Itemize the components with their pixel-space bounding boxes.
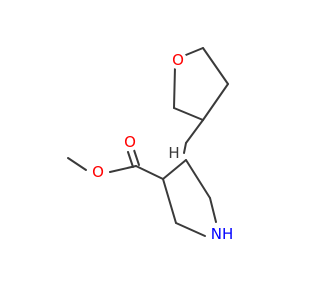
atom-amine-nitrogen: NH — [211, 225, 234, 243]
bond-c3-c4 — [202, 83, 229, 121]
bond-h-stub — [183, 142, 187, 154]
hydrogen-label: H — [168, 144, 179, 162]
molecule-structure: O O O H NH — [67, 47, 234, 243]
methyl-ester — [67, 149, 164, 180]
pyrrolidine-ring — [162, 159, 217, 237]
ester-oxygen-label: O — [92, 163, 104, 181]
oxolane-ring — [173, 47, 229, 121]
bond-c2-c3 — [162, 178, 177, 224]
bond-c4-c3 — [162, 159, 187, 180]
bond-c3-carbonyl — [135, 165, 164, 180]
bond-c5-n1 — [209, 197, 217, 223]
bond-c4-c5 — [173, 107, 204, 121]
atom-ester-oxygen: O — [89, 163, 107, 181]
carbonyl-oxygen-label: O — [124, 133, 136, 151]
bond-c5-o1 — [173, 66, 176, 109]
bond-n1-c2 — [175, 222, 206, 237]
amine-nitrogen-label: NH — [211, 225, 234, 243]
bond-thf-to-pyrrolidine — [185, 119, 204, 144]
ring-oxygen-label: O — [172, 51, 184, 69]
bond-carbonyl-ester-o — [109, 165, 137, 173]
bond-c4-c5 — [185, 159, 211, 199]
bond-c2-c3 — [202, 47, 229, 85]
atom-hydrogen: H — [167, 144, 181, 162]
bond-ester-o-methyl — [67, 157, 87, 171]
bond-carbonyl-double-a — [133, 149, 140, 166]
atom-ring-oxygen: O — [169, 51, 187, 69]
atom-carbonyl-oxygen: O — [121, 133, 139, 151]
bond-carbonyl-double-b — [127, 151, 134, 168]
